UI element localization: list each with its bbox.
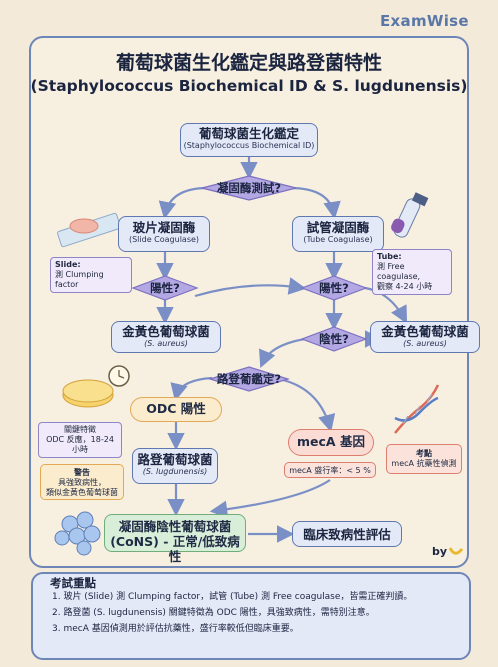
clinical-label: 臨床致病性評估 <box>303 527 391 542</box>
key-point-1: 1. 玻片 (Slide) 測 Clumping factor，試管 (Tube… <box>52 592 413 602</box>
saureus-right-sub: (S. aureus) <box>403 339 447 348</box>
saureus-left-label: 金黃色葡萄球菌 <box>122 324 210 339</box>
slugdunensis-sub: (S. lugdunensis) <box>142 467 208 476</box>
byline: by <box>432 545 448 558</box>
cons-line2: (CoNS) - 正常/低致病性 <box>110 534 240 564</box>
cons-line1: 凝固酶陰性葡萄球菌 <box>118 519 232 534</box>
lugdunensis-id-label: 路登葡鑑定? <box>216 372 282 386</box>
odc-note-line1: 關鍵特徵 <box>64 425 96 434</box>
tube-note-line2: 測 Free coagulase, <box>377 262 421 281</box>
odc-note: 關鍵特徵 ODC 反應，18-24 小時 <box>38 422 122 458</box>
coagulase-test-label: 凝固酶測試? <box>216 181 282 195</box>
dna-illustration <box>394 384 440 434</box>
warning-line3: 類似金黃色葡萄球菌 <box>46 488 118 497</box>
odc-note-line2: ODC 反應，18-24 小時 <box>46 435 114 454</box>
slide-note: Slide: 測 Clumping factor <box>50 257 132 293</box>
warning-line2: 具強致病性， <box>58 478 106 487</box>
title-chinese: 葡萄球菌生化鑑定與路登菌特性 <box>115 52 382 74</box>
saureus-left-node: 金黃色葡萄球菌 (S. aureus) <box>111 321 221 353</box>
slide-note-line1: Slide: <box>55 260 81 269</box>
slide-sub: (Slide Coagulase) <box>128 235 200 244</box>
key-point-3: 3. mecA 基因偵測用於評估抗藥性，盛行率較低但臨床重要。 <box>52 624 299 634</box>
saureus-right-label: 金黃色葡萄球菌 <box>381 324 469 339</box>
banana-icon <box>448 547 464 555</box>
brand-logo: ExamWise <box>380 12 469 30</box>
positive-right-label: 陽性? <box>319 281 349 295</box>
key-point-2: 2. 路登菌 (S. lugdunensis) 關鍵特徵為 ODC 陽性，具強致… <box>52 608 375 618</box>
root-sub: (Staphylococcus Biochemical ID) <box>183 141 315 150</box>
root-label: 葡萄球菌生化鑑定 <box>198 126 299 141</box>
tube-note-line3: 觀察 4-24 小時 <box>377 282 433 291</box>
diamond-positive-left <box>131 275 199 301</box>
tube-note: Tube: 測 Free coagulase, 觀察 4-24 小時 <box>372 249 452 295</box>
root-node: 葡萄球菌生化鑑定 (Staphylococcus Biochemical ID) <box>180 123 318 157</box>
arrow-meca-to-cons <box>209 479 331 519</box>
diamond-negative <box>300 326 368 352</box>
arrow-pos-left-to-pos-right <box>194 277 307 298</box>
slide-note-line2: 測 Clumping factor <box>55 270 104 289</box>
clinical-node: 臨床致病性評估 <box>292 521 402 547</box>
bacteria-illustration <box>54 511 101 556</box>
arrow-test-to-tube <box>289 186 341 220</box>
title-english: (Staphylococcus Biochemical ID & S. lugd… <box>30 77 468 95</box>
consider-line2: mecA 抗藥性偵測 <box>391 459 457 468</box>
petri-dish-illustration <box>62 365 130 408</box>
diamond-coagulase-test <box>201 175 297 201</box>
slugdunensis-node: 路登葡萄球菌 (S. lugdunensis) <box>132 448 218 484</box>
consider-line1: 考點 <box>416 449 432 458</box>
arrow-pos-right-to-saureus <box>364 286 408 324</box>
key-points-title: 考試重點 <box>50 576 96 590</box>
meca-prevalence-note: mecA 盛行率：< 5 % <box>284 462 376 478</box>
arrow-neg-to-lugd <box>259 337 306 369</box>
positive-left-label: 陽性? <box>150 281 180 295</box>
warning-note: 警告 具強致病性， 類似金黃色葡萄球菌 <box>40 464 124 500</box>
slide-label: 玻片凝固酶 <box>132 220 196 235</box>
tube-coagulase-node: 試管凝固酶 (Tube Coagulase) <box>292 216 384 252</box>
key-points-box <box>31 572 471 660</box>
saureus-left-sub: (S. aureus) <box>144 339 188 348</box>
tube-note-line1: Tube: <box>377 252 402 261</box>
arrow-lugd-to-meca <box>282 378 336 433</box>
saureus-right-node: 金黃色葡萄球菌 (S. aureus) <box>370 321 480 353</box>
negative-label: 陰性? <box>319 332 349 346</box>
meca-gene-node: mecA 基因 <box>288 429 374 456</box>
arrow-lugd-to-odc <box>170 376 213 402</box>
tube-label: 試管凝固酶 <box>306 220 370 235</box>
warning-line1: 警告 <box>74 468 90 477</box>
tube-illustration <box>391 192 429 238</box>
cons-node: 凝固酶陰性葡萄球菌 (CoNS) - 正常/低致病性 <box>104 514 246 564</box>
diamond-lugdunensis-id <box>207 366 291 392</box>
slide-illustration <box>57 212 121 248</box>
odc-positive-node: ODC 陽性 <box>130 397 222 422</box>
tube-sub: (Tube Coagulase) <box>303 235 373 244</box>
slide-coagulase-node: 玻片凝固酶 (Slide Coagulase) <box>118 216 210 252</box>
consider-note: 考點 mecA 抗藥性偵測 <box>386 444 462 474</box>
diamond-positive-right <box>300 275 368 301</box>
slugdunensis-label: 路登葡萄球菌 <box>137 452 213 467</box>
